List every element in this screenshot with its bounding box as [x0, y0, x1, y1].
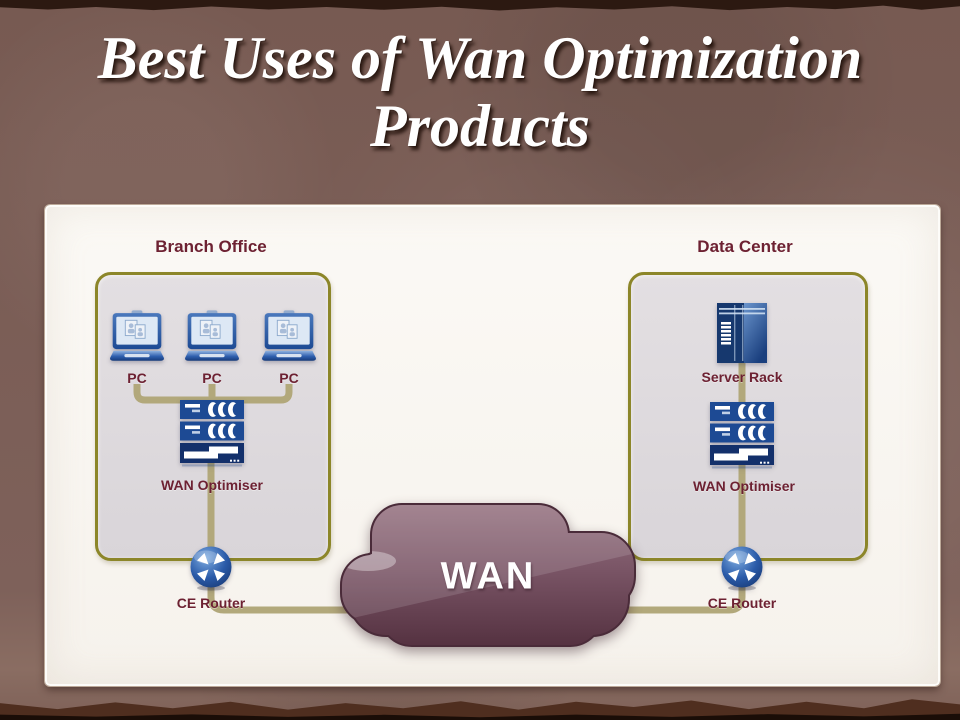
wan-optimiser-label: WAN Optimiser — [161, 477, 263, 493]
pc-laptop-icon — [110, 310, 164, 363]
ce-router-icon — [189, 545, 233, 591]
wan-optimiser-label: WAN Optimiser — [693, 478, 795, 494]
ce-router-label: CE Router — [707, 595, 777, 611]
branch-office-title: Branch Office — [155, 237, 267, 256]
slide-title: Best Uses of Wan Optimization Products — [0, 24, 960, 161]
ce-router-icon — [720, 545, 764, 591]
pc-label: PC — [202, 370, 222, 386]
torn-paper-edge-top — [0, 0, 960, 11]
pc-label: PC — [127, 370, 147, 386]
pc-laptop-icon — [262, 310, 316, 363]
wan-cloud: WAN — [340, 503, 637, 649]
slide-title-line2: Products — [369, 93, 591, 160]
pc-label: PC — [279, 370, 299, 386]
slide-title-line1: Best Uses of Wan Optimization — [97, 25, 863, 91]
server-rack-label: Server Rack — [701, 369, 783, 385]
ce-router-label: CE Router — [176, 595, 246, 611]
wan-optimiser-icon — [180, 400, 244, 467]
server-rack-icon — [717, 303, 767, 363]
data-center-title: Data Center — [697, 237, 793, 256]
wan-cloud-label: WAN — [440, 555, 536, 598]
pc-laptop-icon — [185, 310, 239, 363]
wan-optimiser-icon — [710, 402, 774, 469]
